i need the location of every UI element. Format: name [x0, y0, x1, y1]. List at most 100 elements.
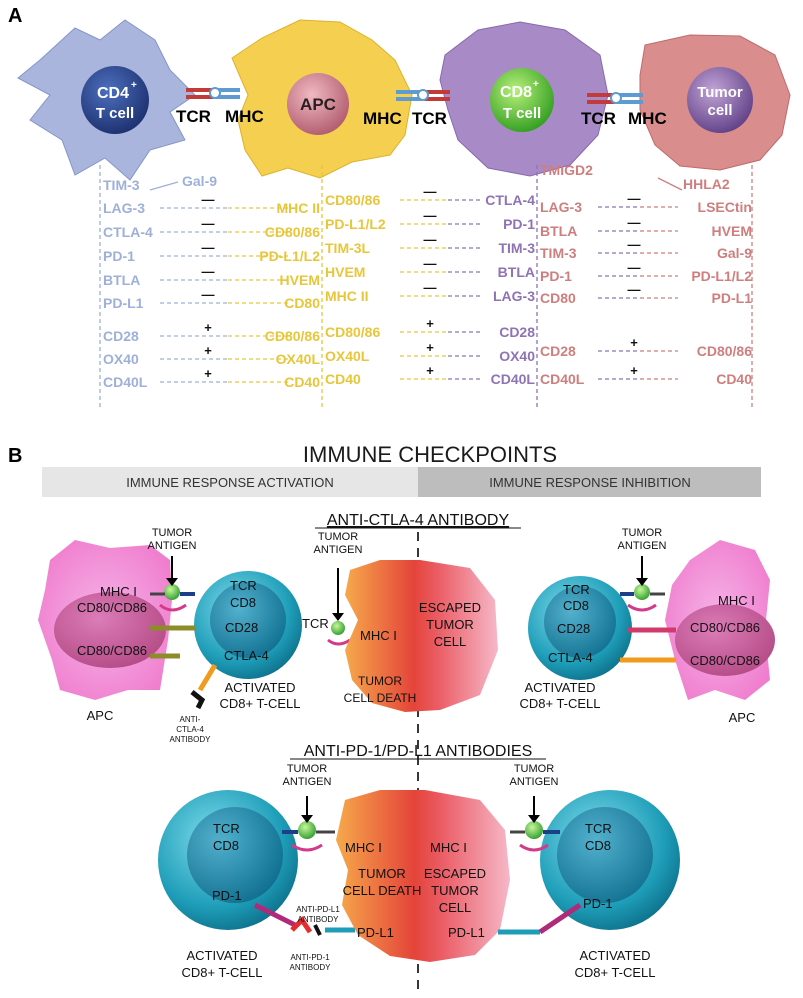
svg-text:ANTIBODY: ANTIBODY [298, 915, 340, 924]
apc-left-label: APC [87, 708, 114, 723]
svg-text:TCR: TCR [563, 582, 590, 597]
col2-sign: + [426, 316, 434, 331]
cd8-name: CD8 [500, 84, 532, 101]
col3-right-label: CD80/86 [697, 343, 752, 359]
svg-text:ACTIVATED: ACTIVATED [224, 680, 295, 695]
col2-right-label: LAG-3 [493, 288, 535, 304]
svg-text:CELL: CELL [434, 634, 467, 649]
svg-text:ESCAPED: ESCAPED [419, 600, 481, 615]
col1-sign: — [202, 240, 215, 255]
hhla2-arrow [657, 177, 683, 191]
svg-text:ANTIGEN: ANTIGEN [618, 540, 667, 552]
tcr-label-2: TCR [412, 109, 447, 128]
col1-left-label: PD-L1 [103, 295, 144, 311]
cd8-tcell-left-bottom: TCR CD8 PD-1 ACTIVATED CD8+ T-CELL [158, 790, 298, 980]
tumor-sub: cell [707, 102, 732, 119]
col1-sign: + [204, 343, 212, 358]
svg-text:TUMOR: TUMOR [358, 674, 402, 688]
gal9-arrow [149, 181, 179, 191]
apc-left-cd80-1: CD80/CD86 [77, 600, 147, 615]
inhibition-bar [418, 467, 761, 497]
svg-text:CD8: CD8 [585, 838, 611, 853]
col3-left-label: CD40L [540, 371, 585, 387]
cd8-tcell-right-top: TCR CD8 CD28 CTLA-4 ACTIVATED CD8+ T-CEL… [519, 576, 632, 711]
col2-sign: — [424, 184, 437, 199]
col2-right-label: CD40L [491, 371, 536, 387]
col3-right-label: PD-L1/L2 [691, 268, 752, 284]
svg-text:MHC I: MHC I [430, 840, 467, 855]
col3-right-label: CD40 [716, 371, 752, 387]
svg-text:ANTIGEN: ANTIGEN [314, 544, 363, 556]
col1-left-label: OX40 [103, 351, 139, 367]
svg-text:CD8: CD8 [563, 598, 589, 613]
svg-text:MHC I: MHC I [345, 840, 382, 855]
col1-right-label: MHC II [276, 200, 320, 216]
col3-sign: — [628, 237, 641, 252]
svg-text:ANTIGEN: ANTIGEN [148, 540, 197, 552]
tcr-label-1: TCR [176, 107, 211, 126]
col2-sign: — [424, 280, 437, 295]
svg-text:TUMOR: TUMOR [318, 531, 358, 543]
col1-right-label: HVEM [280, 272, 320, 288]
svg-text:ANTI-PD-1: ANTI-PD-1 [290, 953, 330, 962]
apc-cell: APC [231, 19, 413, 179]
svg-text:CTLA-4: CTLA-4 [176, 725, 204, 734]
col2-right-label: PD-1 [503, 216, 535, 232]
tumor-cell-top: MHC I TUMOR CELL DEATH ESCAPED TUMOR CEL… [344, 560, 498, 712]
svg-text:TUMOR: TUMOR [287, 763, 327, 775]
svg-text:CELL: CELL [439, 900, 472, 915]
col2-left-label: PD-L1/L2 [325, 216, 386, 232]
col1-left-label: LAG-3 [103, 200, 145, 216]
col2-sign: + [426, 363, 434, 378]
cd8-t-cell: CD8 + T cell [439, 21, 609, 177]
apc-name: APC [300, 95, 336, 114]
col3-sign: — [628, 282, 641, 297]
activation-bar-label: IMMUNE RESPONSE ACTIVATION [126, 475, 334, 490]
cd4-sub: T cell [96, 105, 134, 122]
svg-text:TUMOR: TUMOR [622, 527, 662, 539]
tcr-mhc-synapse-3 [587, 92, 643, 104]
apc-left-cd80-2: CD80/CD86 [77, 643, 147, 658]
col2-left-label: OX40L [325, 348, 370, 364]
col1-right-label: CD40 [284, 374, 320, 390]
svg-text:CD8: CD8 [230, 595, 256, 610]
col2-sign: — [424, 256, 437, 271]
col2-left-label: CD80/86 [325, 324, 380, 340]
col3-left-label: BTLA [540, 223, 577, 239]
col2-right-label: CD28 [499, 324, 535, 340]
cd8-sup: + [533, 79, 539, 90]
col2-sign: — [424, 208, 437, 223]
apc-right: MHC I CD80/CD86 CD80/CD86 APC [665, 540, 775, 725]
svg-text:ANTIBODY: ANTIBODY [290, 963, 332, 972]
interactions-right-top: TUMOR ANTIGEN [618, 527, 676, 663]
col3-left-label: CD80 [540, 290, 576, 306]
col2-right-label: TIM-3 [498, 240, 535, 256]
svg-text:CD8+ T-CELL: CD8+ T-CELL [219, 696, 300, 711]
svg-text:ESCAPED: ESCAPED [424, 866, 486, 881]
svg-text:MHC I: MHC I [360, 628, 397, 643]
cd4-sup: + [131, 80, 137, 91]
col1-left-label: CD40L [103, 374, 148, 390]
col2-left-label: CD40 [325, 371, 361, 387]
col3-sign: + [630, 335, 638, 350]
col1-left-label: PD-1 [103, 248, 135, 264]
col1-right-label: CD80/86 [265, 328, 320, 344]
svg-text:CD28: CD28 [557, 621, 590, 636]
col1-sign: + [204, 366, 212, 381]
svg-text:CELL DEATH: CELL DEATH [343, 883, 422, 898]
svg-text:ANTI-PD-L1: ANTI-PD-L1 [296, 905, 340, 914]
col3-left-label: TIM-3 [540, 245, 577, 261]
svg-text:TUMOR: TUMOR [152, 527, 192, 539]
interactions-right-bottom: TUMOR ANTIGEN [498, 763, 582, 935]
col2-sign: + [426, 340, 434, 355]
tumor-name: Tumor [697, 84, 743, 101]
col3-left-label: LAG-3 [540, 199, 582, 215]
cd8-tcell-left-top: TCR CD8 CD28 CTLA-4 ACTIVATED CD8+ T-CEL… [194, 571, 302, 711]
col2-left-label: CD80/86 [325, 192, 380, 208]
tumor-cell-bottom: MHC I TUMOR CELL DEATH MHC I ESCAPED TUM… [336, 790, 510, 962]
svg-text:CD80/CD86: CD80/CD86 [690, 653, 760, 668]
svg-text:CD80/CD86: CD80/CD86 [690, 620, 760, 635]
col3-sign: — [628, 260, 641, 275]
svg-text:PD-1: PD-1 [583, 896, 613, 911]
